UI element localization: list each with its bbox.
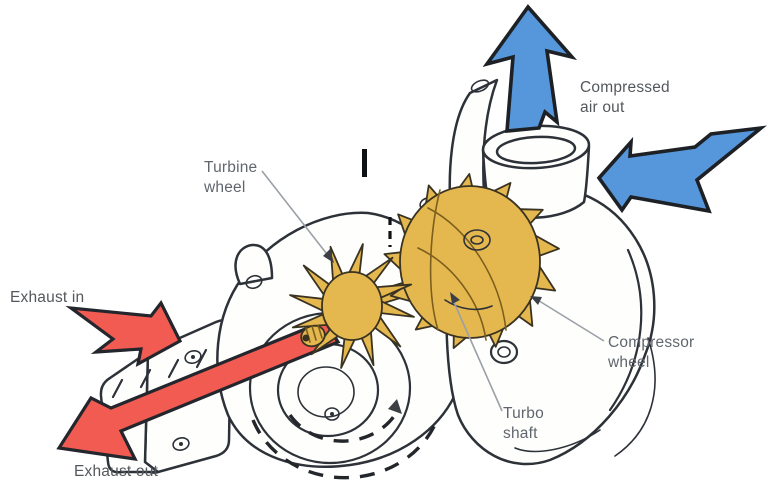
compressed-air-out-arrow <box>482 4 578 133</box>
compressor-wheel-label: Compressor wheel <box>607 334 699 371</box>
exhaust-out-arrow <box>56 319 341 462</box>
turbine-wheel <box>289 243 415 369</box>
leader-lines <box>261 170 605 412</box>
exhaust-in-label: Exhaust in <box>10 289 84 306</box>
air-in-arrow <box>596 125 767 214</box>
turbo-shaft-label: Turbo shaft <box>503 405 548 442</box>
exhaust-out-label: Exhaust out <box>74 463 159 480</box>
text-cursor-artifact <box>362 149 367 177</box>
compressor-wheel <box>383 173 560 350</box>
compressed-air-out-label: Compressed air out <box>580 79 674 116</box>
exhaust-in-arrow <box>65 300 183 368</box>
turbine-wheel-label: Turbine wheel <box>203 159 262 196</box>
air-inlet <box>481 124 591 220</box>
